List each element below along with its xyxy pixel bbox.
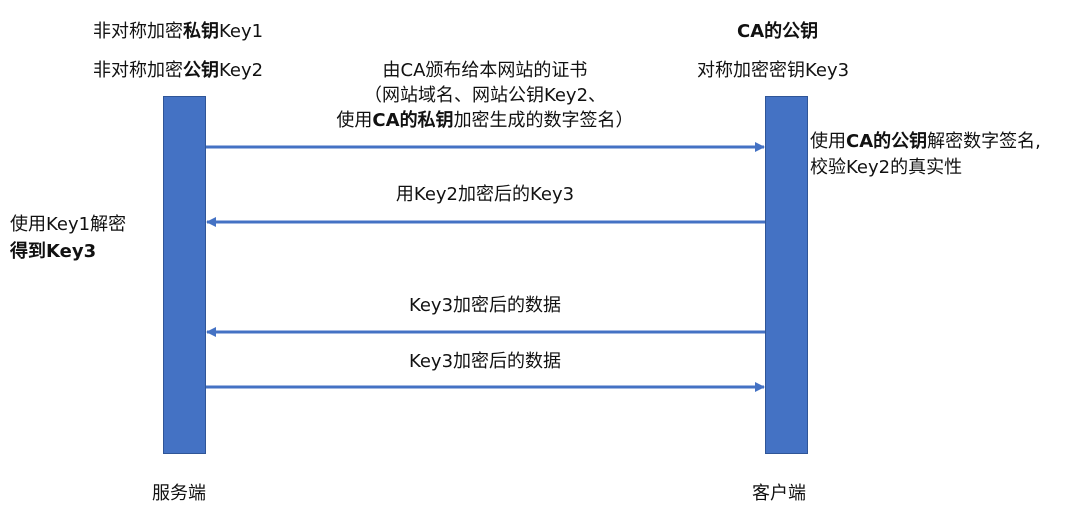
server-public-key-label: 非对称加密公钥Key2: [93, 60, 264, 81]
message-encrypted-key3-label: 用Key2加密后的Key3: [395, 184, 575, 205]
client-ca-public-key-label: CA的公钥: [737, 21, 819, 42]
message-data-to-client-label: Key3加密后的数据: [408, 351, 562, 372]
message-certificate-label: 由CA颁布给本网站的证书 （网站域名、网站公钥Key2、 使用CA的私钥加密生成…: [336, 60, 634, 131]
server-private-key-label: 非对称加密私钥Key1: [93, 21, 264, 42]
server-decrypt-note: 使用Key1解密 得到Key3: [10, 214, 127, 262]
message-data-to-server-label: Key3加密后的数据: [408, 295, 562, 316]
client-symmetric-key-label: 对称加密密钥Key3: [697, 60, 850, 81]
client-label: 客户端: [752, 483, 806, 504]
server-lifeline: [163, 96, 206, 454]
client-lifeline: [765, 96, 808, 454]
server-label: 服务端: [152, 483, 206, 504]
client-verify-note: 使用CA的公钥解密数字签名, 校验Key2的真实性: [810, 131, 1041, 178]
